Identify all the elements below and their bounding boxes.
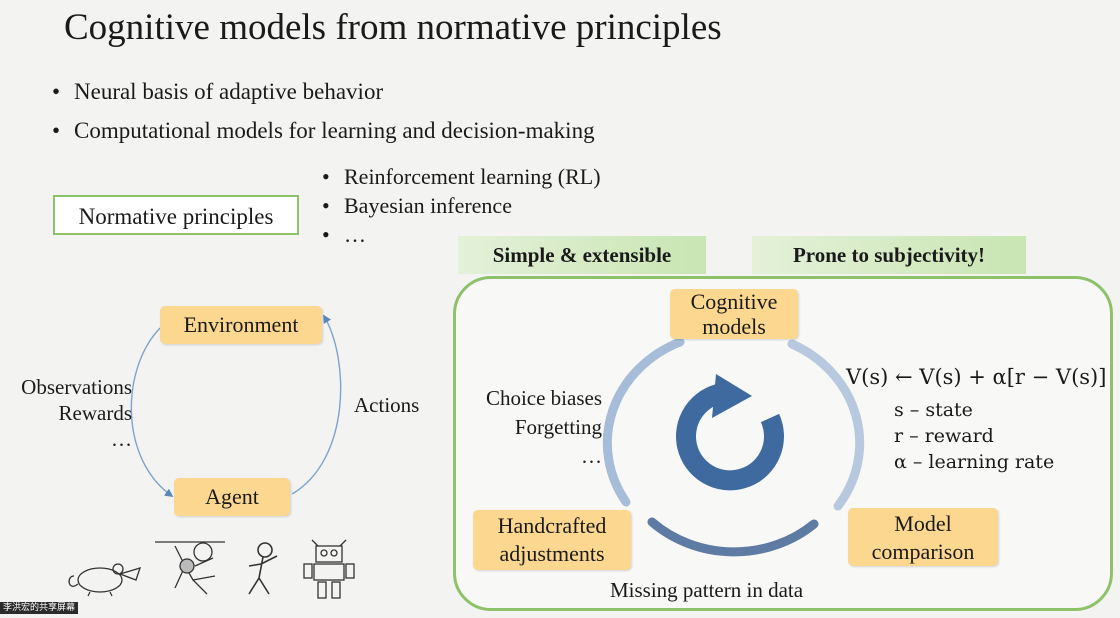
refresh-cycle-icon [676, 374, 784, 491]
sub-bullets: •Reinforcement learning (RL) •Bayesian i… [322, 162, 601, 249]
simple-extensible-tag: Simple & extensible [458, 236, 706, 274]
normative-principles-box: Normative principles [53, 195, 299, 235]
agent-box: Agent [174, 478, 290, 516]
adjustment-examples: Choice biases Forgetting … [485, 386, 602, 468]
cycle-arc-left [602, 337, 685, 507]
sub-bullet-item: •Reinforcement learning (RL) [322, 164, 601, 189]
cognitive-models-box: Cognitive models [670, 289, 798, 339]
cycle-diagram [602, 337, 865, 557]
equation-legend: s – state r – reward α – learning rate [894, 399, 1055, 473]
action-arrow [291, 314, 342, 495]
sub-bullet-item: •… [322, 222, 366, 247]
cycle-arc-bottom [647, 517, 819, 557]
observation-arrow [130, 327, 174, 497]
slide-title: Cognitive models from normative principl… [64, 7, 722, 48]
mouse-icon [68, 563, 142, 597]
environment-box: Environment [160, 306, 322, 344]
sub-bullet-item: •Bayesian inference [322, 193, 512, 218]
robot-icon [303, 539, 355, 599]
observation-labels: Observations Rewards … [21, 375, 132, 451]
subjectivity-tag: Prone to subjectivity! [752, 236, 1026, 274]
stick-figure-icon [248, 542, 278, 595]
main-bullets: •Neural basis of adaptive behavior •Comp… [52, 72, 595, 150]
handcrafted-adjustments-box: Handcrafted adjustments [473, 510, 631, 570]
bullet-item: •Neural basis of adaptive behavior [52, 79, 384, 104]
cycle-arc-right [787, 339, 865, 511]
actions-label: Actions [354, 393, 420, 417]
missing-pattern-label: Missing pattern in data [610, 578, 804, 602]
bullet-item: •Computational models for learning and d… [52, 118, 595, 143]
figures-row [68, 539, 355, 599]
model-comparison-box: Model comparison [848, 508, 998, 566]
td-update-equation: V(s) ← V(s) + α[r − V(s)] [846, 365, 1107, 389]
agent-environment-loop [130, 314, 342, 497]
screen-share-label: 李洪宏的共享屏幕 [0, 602, 79, 614]
monkey-icon [155, 541, 225, 595]
